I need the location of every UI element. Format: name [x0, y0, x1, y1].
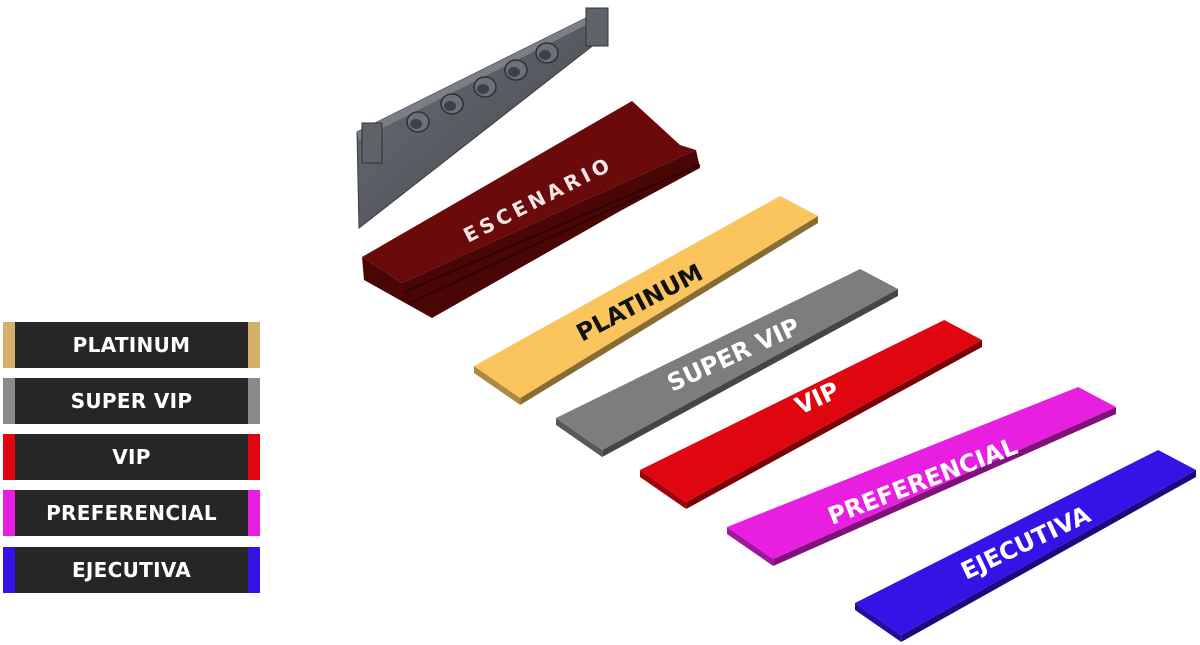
- legend-swatch: [3, 490, 15, 536]
- zone-top: [556, 269, 898, 450]
- zone-top: [640, 320, 982, 502]
- legend-label: SUPER VIP: [70, 389, 193, 413]
- legend-swatch: [3, 378, 15, 424]
- legend-item-platinum[interactable]: PLATINUM: [3, 322, 260, 368]
- zone-top: [855, 450, 1196, 635]
- zone-top: [727, 387, 1116, 559]
- legend-swatch: [248, 434, 260, 480]
- legend-swatch: [3, 322, 15, 368]
- spotlight-icon: [406, 111, 430, 133]
- zone-side: [640, 470, 687, 509]
- legend-swatch: [248, 322, 260, 368]
- legend-swatch: [248, 378, 260, 424]
- zone-side: [556, 418, 603, 457]
- zone-side: [520, 216, 818, 405]
- legend-swatch: [3, 434, 15, 480]
- legend-swatch: [248, 490, 260, 536]
- zone-side: [901, 470, 1196, 642]
- zone-side: [474, 366, 521, 405]
- spotlight-icon: [440, 93, 464, 115]
- spotlight-icon: [504, 59, 528, 81]
- stage-truss: [356, 7, 609, 230]
- spotlight-icon: [473, 76, 497, 98]
- zone-side: [686, 340, 982, 509]
- zone-side: [773, 407, 1116, 566]
- spotlight-icon: [535, 42, 559, 64]
- legend-swatch: [248, 547, 260, 593]
- stage-lights: [406, 42, 559, 133]
- zone-side: [727, 527, 774, 566]
- zone-ejecutiva[interactable]: EJECUTIVA: [855, 450, 1196, 642]
- zone-side: [855, 603, 902, 642]
- zone-side: [602, 289, 898, 457]
- legend-item-super-vip[interactable]: SUPER VIP: [3, 378, 260, 424]
- legend-item-ejecutiva[interactable]: EJECUTIVA: [3, 547, 260, 593]
- legend-label: PLATINUM: [72, 333, 191, 357]
- legend-label: VIP: [112, 445, 151, 469]
- zone-vip[interactable]: VIP: [640, 320, 982, 509]
- zone-top: [474, 196, 818, 398]
- legend-label: PREFERENCIAL: [46, 501, 217, 525]
- legend-swatch: [3, 547, 15, 593]
- legend-label: EJECUTIVA: [71, 558, 192, 582]
- legend-item-vip[interactable]: VIP: [3, 434, 260, 480]
- legend-item-preferencial[interactable]: PREFERENCIAL: [3, 490, 260, 536]
